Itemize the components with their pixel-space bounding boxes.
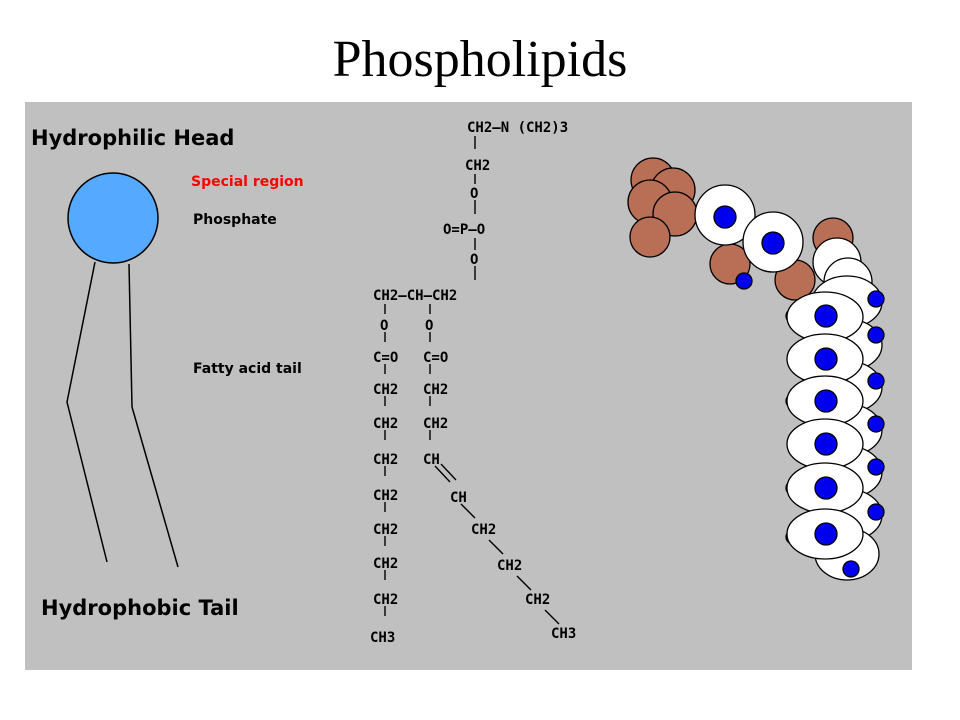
phosphate-label: Phosphate — [193, 212, 277, 228]
chain1-atom: CH2 — [373, 556, 398, 572]
special-region-label: Special region — [191, 174, 304, 190]
chain2-bent-atom: CH2 — [471, 522, 496, 538]
hydrophilic-head-label: Hydrophilic Head — [31, 126, 235, 150]
chain2-bent-atom: CH3 — [551, 626, 576, 642]
left-tail-line — [66, 261, 108, 563]
formula-o-a: O — [470, 186, 478, 202]
chain1-atom: CH2 — [373, 452, 398, 468]
space-filling-model — [627, 157, 885, 581]
chain2-bent-atom: CH2 — [497, 558, 522, 574]
chain1-atom: CH2 — [373, 522, 398, 538]
formula-bonds — [384, 136, 560, 625]
chain1-atom: CH3 — [370, 630, 395, 646]
chain1-atom: O — [380, 318, 388, 334]
diagram-graphics: CH2–N (CH2)3 CH2 O O=P–O O CH2–CH–CH2 O … — [66, 120, 885, 646]
chain2-bent-atom: CH2 — [525, 592, 550, 608]
chain1-atom: CH2 — [373, 592, 398, 608]
slide-title: Phospholipids — [332, 31, 628, 88]
chain1-atom: C=O — [373, 350, 398, 366]
chain2-atom: CH — [423, 452, 440, 468]
formula-o-b: O — [470, 252, 478, 268]
phosphate-group: O=P–O — [443, 222, 485, 238]
diagram-panel: Hydrophilic Head Special region Phosphat… — [25, 102, 912, 670]
right-tail-line — [128, 263, 179, 568]
chain1-atom: CH2 — [373, 382, 398, 398]
chain2-bent-atom: CH — [450, 490, 467, 506]
chain1-atom: CH2 — [373, 416, 398, 432]
chain1-atom: CH2 — [373, 488, 398, 504]
chain2-atom: O — [425, 318, 433, 334]
formula-ch2-a: CH2 — [465, 158, 490, 174]
hydrophobic-tail-label: Hydrophobic Tail — [41, 596, 239, 620]
chain2-atom: CH2 — [423, 416, 448, 432]
chain2-atom: CH2 — [423, 382, 448, 398]
glycerol-backbone: CH2–CH–CH2 — [373, 288, 457, 304]
hydrophilic-head-circle — [67, 172, 159, 264]
chain2-atom: C=O — [423, 350, 448, 366]
fatty-acid-tail-label: Fatty acid tail — [193, 361, 302, 377]
choline-group: CH2–N (CH2)3 — [467, 120, 568, 136]
